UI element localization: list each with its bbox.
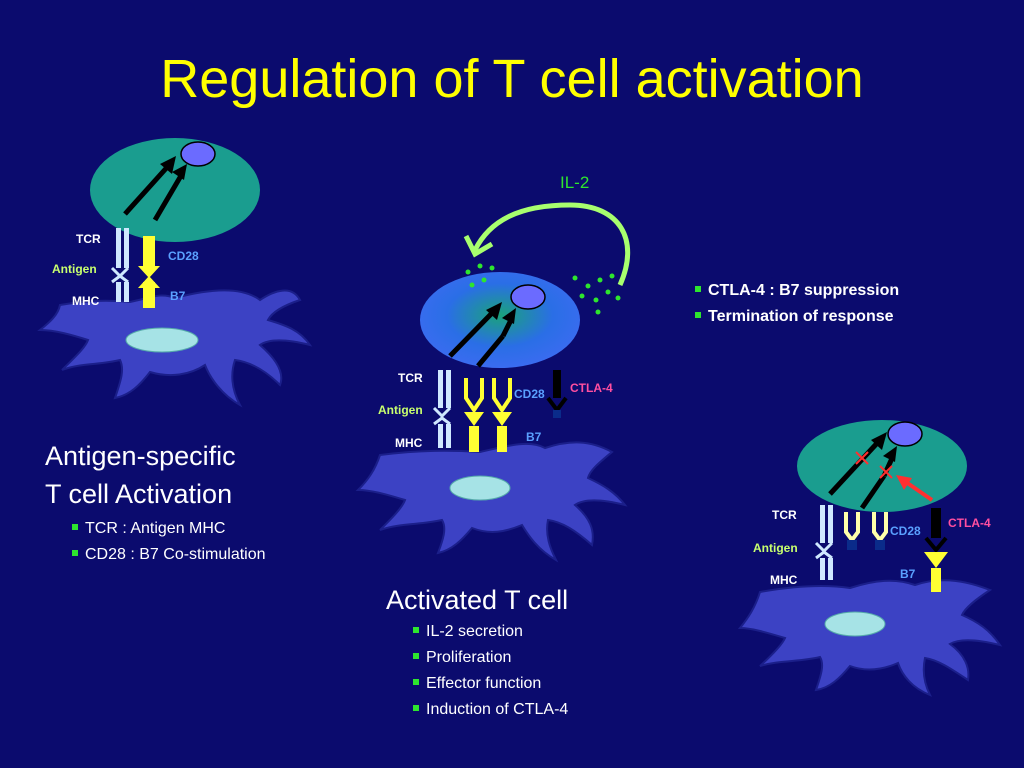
panel2-t-cell [420,272,580,368]
panel3-b7-label: B7 [900,567,916,581]
panel1-mhc-label: MHC [72,294,100,308]
panel2-il2-loop [463,202,631,315]
il2-label: IL-2 [560,173,590,192]
panel1-heading-line1: Antigen-specific [45,441,236,471]
panel1-cd28-label: CD28 [168,249,199,263]
panel3-dendritic-cell [737,579,1003,697]
panel2-dendritic-cell [355,441,628,563]
list-item: TCR : Antigen MHC [72,516,266,542]
panel3-t-cell [797,420,967,512]
panel1-b7-label: B7 [170,289,186,303]
panel1-bullet-list: TCR : Antigen MHC CD28 : B7 Co-stimulati… [72,516,266,568]
panel3-mhc-label: MHC [770,573,798,587]
list-item: IL-2 secretion [413,619,568,645]
panel3-receptors [814,505,948,592]
panel3-bullet-list: CTLA-4 : B7 suppression Termination of r… [695,278,899,330]
panel2-cd28-label: CD28 [514,387,545,401]
panel1-antigen-label: Antigen [52,262,97,276]
panel2-antigen-label: Antigen [378,403,423,417]
list-item: CD28 : B7 Co-stimulation [72,542,266,568]
panel2-bullet-list: IL-2 secretion Proliferation Effector fu… [413,619,568,723]
panel3-antigen-label: Antigen [753,541,798,555]
panel2-b7-label: B7 [526,430,542,444]
panel1-receptors [110,228,160,308]
list-item: Proliferation [413,645,568,671]
panel3-ctla4-label: CTLA-4 [948,516,991,530]
panel2-tcr-label: TCR [398,371,423,385]
list-item: CTLA-4 : B7 suppression [695,278,899,304]
panel2-ctla4-label: CTLA-4 [570,381,613,395]
list-item: Termination of response [695,304,899,330]
list-item: Effector function [413,671,568,697]
panel1-tcr-label: TCR [76,232,101,246]
panel1-heading-line2: T cell Activation [45,479,233,509]
page-title: Regulation of T cell activation [160,49,864,109]
panel1-t-cell [90,138,260,242]
panel2-mhc-label: MHC [395,436,423,450]
panel2-receptors [432,370,568,452]
list-item: Induction of CTLA-4 [413,697,568,723]
panel2-heading: Activated T cell [386,585,569,615]
panel1-dendritic-cell [37,289,313,408]
panel3-tcr-label: TCR [772,508,797,522]
panel3-cd28-label: CD28 [890,524,921,538]
